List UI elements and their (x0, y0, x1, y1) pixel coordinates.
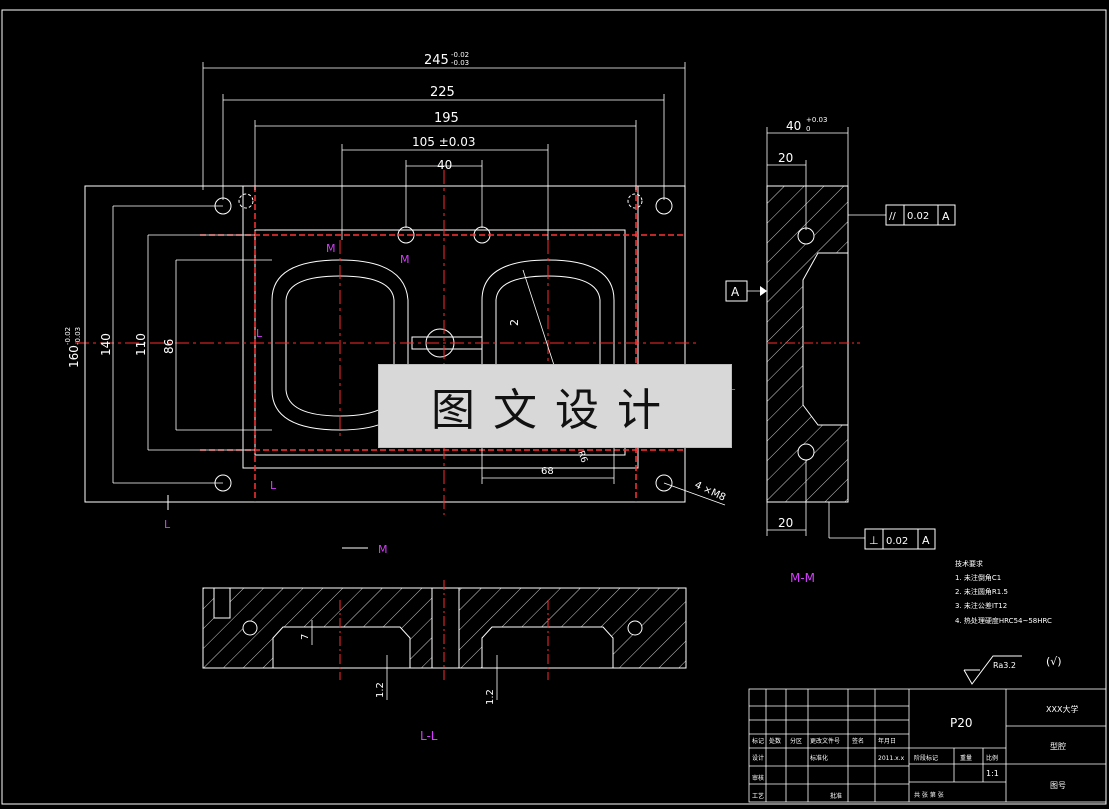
dim-40: 40 (437, 158, 452, 172)
svg-text:处数: 处数 (769, 737, 781, 745)
side-dim-40-tol-upper: +0.03 (806, 116, 827, 124)
svg-text:⊥: ⊥ (869, 534, 879, 547)
dim-245-tol-lower: -0.03 (451, 59, 469, 67)
drawing-border (1, 9, 1107, 805)
note-4: 4. 热处理硬度HRC54~58HRC (955, 616, 1052, 625)
label-l2: L (729, 380, 736, 393)
svg-text:阶段标记: 阶段标记 (914, 754, 938, 762)
bottom-view (202, 580, 687, 700)
dim-160: 160 (67, 345, 81, 368)
svg-text:签名: 签名 (852, 737, 864, 745)
section-title-ll: L-L (420, 729, 438, 743)
datum-a: A (725, 280, 767, 302)
roughness-suffix: (√) (1046, 655, 1062, 668)
label-m3: M (378, 543, 388, 556)
svg-text:工艺: 工艺 (752, 792, 764, 800)
note-3: 3. 未注公差IT12 (955, 601, 1007, 610)
scale: 1:1 (986, 769, 999, 778)
svg-text:标记: 标记 (752, 737, 764, 745)
roughness-label: Ra3.2 (993, 661, 1016, 670)
bottom-pocket-right (481, 626, 614, 669)
roughness-symbol (963, 655, 1022, 685)
bottom-pocket-left (272, 626, 411, 669)
side-dim-20-top: 20 (778, 151, 793, 165)
svg-text:0.02: 0.02 (886, 536, 908, 547)
note-1: 1. 未注倒角C1 (955, 573, 1001, 582)
title-block-texts: P20 XXX大学 型腔 图号 1:1 标记 处数 分区 更改文件号 签名 年月… (752, 704, 1078, 800)
svg-text:批准: 批准 (830, 792, 842, 800)
svg-text:A: A (731, 285, 740, 299)
tol-frame-parallel: // 0.02 A (885, 204, 956, 226)
dim-160-tol-lower: -0.03 (74, 327, 82, 345)
watermark-text: 图文设计 (431, 385, 679, 436)
drawing-no: 图号 (1050, 781, 1066, 790)
dim-195: 195 (434, 111, 459, 126)
bottom-dim-12-right: 1.2 (485, 689, 496, 705)
dim-225: 225 (430, 85, 455, 100)
svg-text:设计: 设计 (752, 754, 764, 762)
side-dimensions (747, 127, 886, 539)
svg-text:A: A (942, 210, 950, 223)
svg-text:更改文件号: 更改文件号 (810, 737, 840, 745)
dim-245: 245 (424, 53, 449, 68)
label-l4: L (164, 518, 171, 531)
dim-160-tol-upper: -0.02 (64, 327, 72, 345)
dim-245-tol-upper: -0.02 (451, 51, 469, 59)
dim-68: 68 (541, 466, 554, 477)
section-labels: M M L L L L M (164, 242, 736, 556)
side-dim-20-bottom: 20 (778, 516, 793, 530)
centerlines (75, 170, 700, 515)
label-m1: M (326, 242, 336, 255)
dim-86: 86 (162, 339, 176, 354)
front-dimensions (84, 62, 726, 506)
technical-notes: 技术要求 1. 未注倒角C1 2. 未注圆角R1.5 3. 未注公差IT12 4… (955, 559, 1052, 625)
watermark-banner: 图文设计 (378, 364, 732, 448)
side-cavity (802, 252, 849, 426)
date-text: 2011.x.x (878, 755, 905, 762)
svg-text:年月日: 年月日 (878, 737, 896, 745)
svg-text:重量: 重量 (960, 754, 972, 762)
school-name: XXX大学 (1046, 704, 1078, 714)
svg-text:A: A (922, 534, 930, 547)
svg-text:共 张 第 张: 共 张 第 张 (914, 791, 944, 799)
dim-105: 105 ±0.03 (412, 135, 476, 149)
notes-heading: 技术要求 (955, 559, 983, 568)
side-view (766, 185, 860, 503)
section-title-mm: M-M (790, 571, 815, 585)
drawing-name: 型腔 (1050, 741, 1066, 751)
svg-text:0.02: 0.02 (907, 211, 929, 222)
dim-r6: R6 (575, 450, 589, 465)
side-dim-40-tol-lower: 0 (806, 125, 810, 133)
dim-110: 110 (134, 333, 148, 356)
note-2: 2. 未注圆角R1.5 (955, 587, 1008, 596)
label-l3: L (270, 479, 277, 492)
svg-text:分区: 分区 (790, 737, 802, 745)
side-dim-40: 40 (786, 119, 801, 133)
label-m2: M (400, 253, 410, 266)
bottom-dim-12-left: 1.2 (375, 682, 386, 698)
cooling-channels (200, 186, 685, 502)
tol-frame-perp: ⊥ 0.02 A (864, 528, 936, 550)
svg-text:标准化: 标准化 (810, 754, 828, 762)
dim-2: 2 (508, 319, 521, 326)
svg-text:比例: 比例 (986, 754, 998, 762)
dim-140: 140 (99, 333, 113, 356)
part-name: P20 (950, 716, 973, 730)
bottom-dim-7: 7 (300, 634, 311, 640)
title-block (748, 688, 1107, 803)
svg-text://: // (889, 211, 896, 222)
label-l1: L (256, 327, 263, 340)
hole-callout: 4 ×M8 (693, 480, 727, 504)
svg-text:审核: 审核 (752, 774, 764, 782)
